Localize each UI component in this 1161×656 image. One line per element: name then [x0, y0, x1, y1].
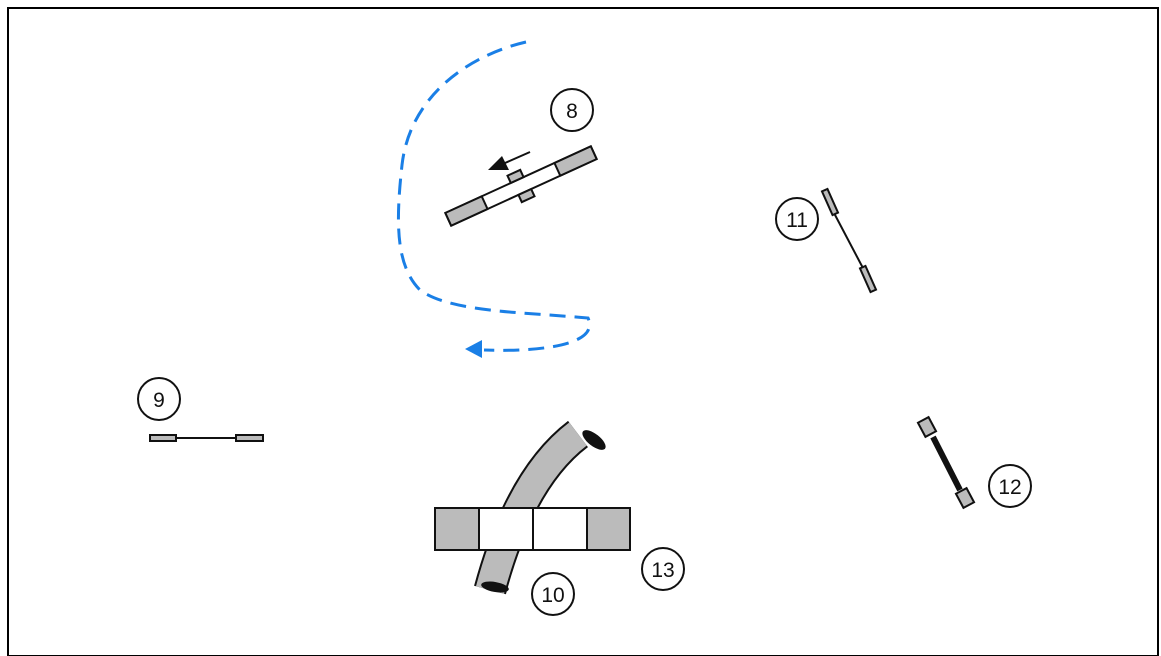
- jump-12-bar: [930, 435, 963, 492]
- jump-11-wing-bottom: [858, 264, 878, 294]
- direction-arrow-shaft: [504, 151, 531, 164]
- direction-arrow: [488, 151, 531, 170]
- label-9-circle: [137, 377, 181, 421]
- label-11: 11: [775, 197, 819, 241]
- dog-path-line: [396, 40, 592, 352]
- box-13-end-left: [434, 507, 480, 551]
- label-9-text: 9: [153, 389, 165, 412]
- label-13-circle: [641, 547, 685, 591]
- teeter-fulcrum-top: [506, 168, 525, 185]
- label-11-text: 11: [786, 209, 808, 232]
- obstacle-13-box: [434, 507, 631, 551]
- dog-path: [396, 40, 592, 358]
- jump-12-wing-top: [916, 415, 938, 439]
- label-10: 10: [531, 572, 575, 616]
- box-13-panel-2: [532, 507, 588, 551]
- course-border: [7, 7, 1159, 656]
- tunnel-opening-bottom: [481, 581, 509, 593]
- box-13-end-right: [586, 507, 631, 551]
- direction-arrow-head: [488, 156, 509, 170]
- obstacle-9-jump: [149, 434, 264, 442]
- label-13: 13: [641, 547, 685, 591]
- obstacle-10-tunnel: [474, 420, 606, 595]
- label-10-circle: [531, 572, 575, 616]
- teeter-contact-left: [444, 194, 489, 227]
- label-12-circle: [988, 464, 1032, 508]
- teeter-fulcrum-bottom: [517, 187, 536, 204]
- obstacle-8-teeter: [444, 145, 598, 227]
- label-12: 12: [988, 464, 1032, 508]
- box-13-panel-1: [478, 507, 534, 551]
- tunnel-opening-top: [582, 430, 606, 450]
- label-8: 8: [550, 88, 594, 132]
- label-11-circle: [775, 197, 819, 241]
- label-10-text: 10: [541, 584, 564, 607]
- label-12-text: 12: [998, 476, 1021, 499]
- tunnel-body: [475, 422, 588, 594]
- jump-11-bar: [833, 212, 865, 271]
- jump-9-wing-left: [149, 434, 177, 442]
- jump-11-wing-top: [820, 187, 840, 217]
- label-8-circle: [550, 88, 594, 132]
- dog-path-arrowhead: [465, 340, 482, 358]
- obstacle-12-jump: [916, 415, 976, 510]
- label-8-text: 8: [566, 100, 578, 123]
- obstacle-11-jump: [820, 187, 878, 294]
- label-13-text: 13: [651, 559, 674, 582]
- teeter-contact-right: [553, 145, 598, 178]
- label-9: 9: [137, 377, 181, 421]
- jump-9-wing-right: [235, 434, 264, 442]
- jump-12-wing-bottom: [954, 486, 976, 510]
